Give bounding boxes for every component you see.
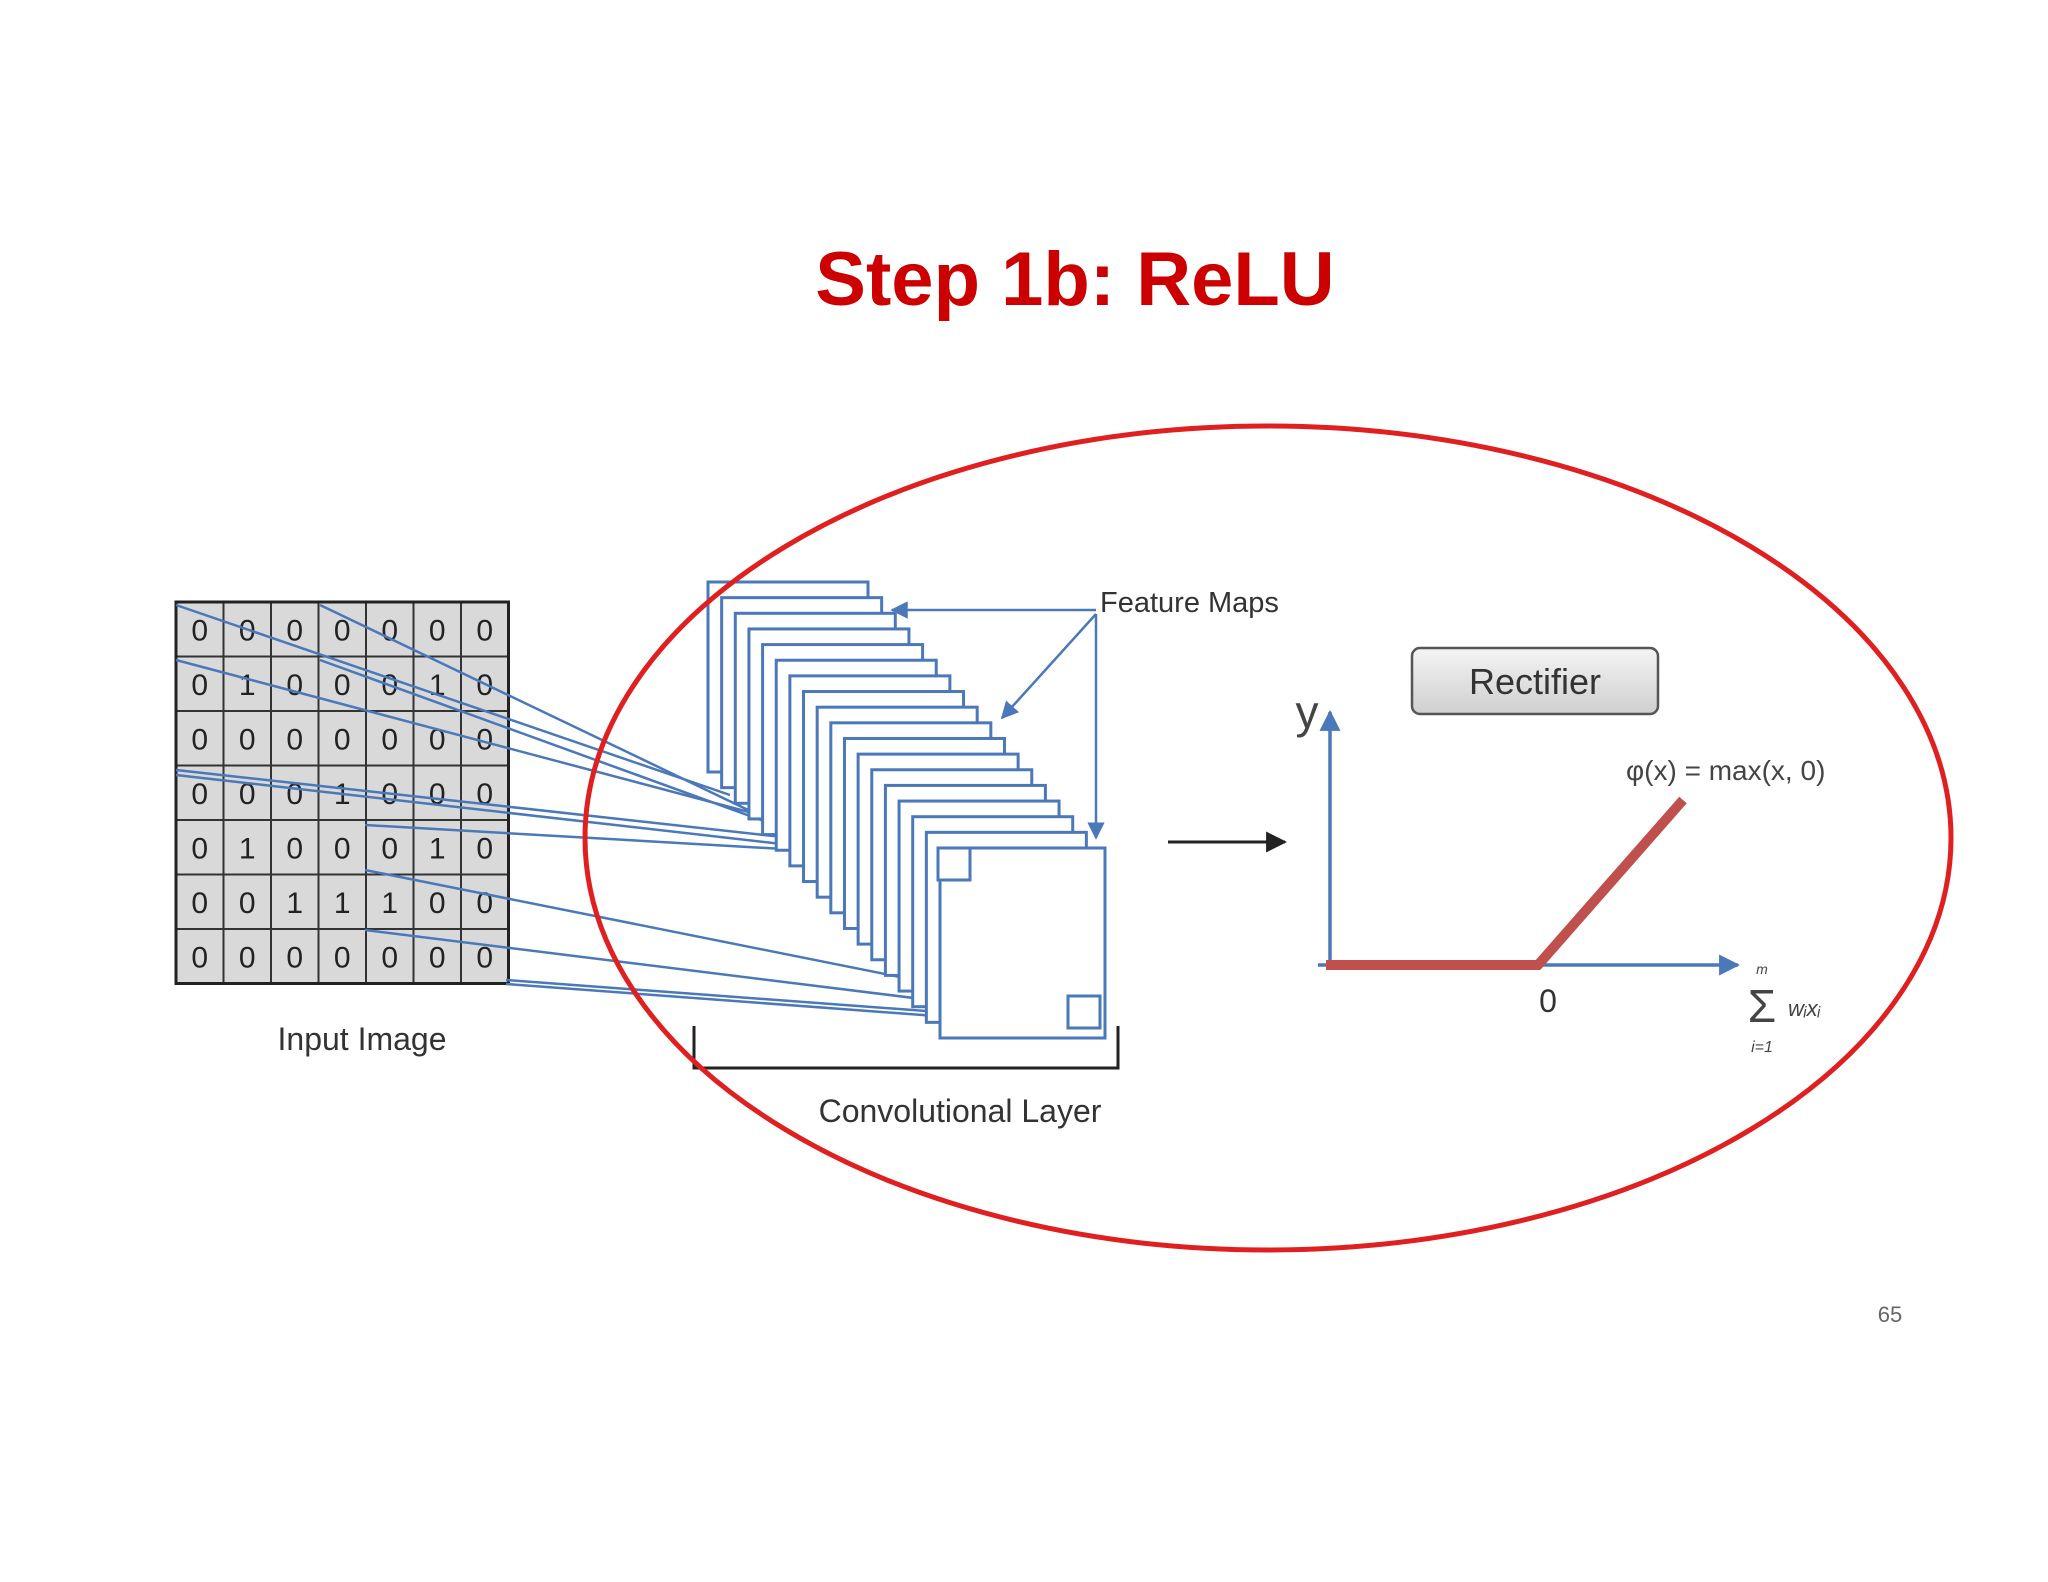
grid-cell-value: 0 bbox=[286, 669, 303, 702]
grid-cell-value: 0 bbox=[334, 614, 351, 647]
grid-cell-value: 0 bbox=[476, 941, 493, 974]
grid-cell bbox=[270, 873, 320, 930]
connection-line bbox=[175, 603, 731, 797]
grid-cell-value: 0 bbox=[286, 723, 303, 756]
page-number: 65 bbox=[1878, 1302, 1902, 1327]
grid-cell-value: 0 bbox=[381, 941, 398, 974]
grid-cell bbox=[270, 601, 320, 658]
grid-cell bbox=[222, 873, 272, 930]
grid-cell-value: 0 bbox=[239, 941, 256, 974]
grid-cell-value: 0 bbox=[334, 832, 351, 865]
y-axis-label: y bbox=[1296, 686, 1319, 738]
grid-cell bbox=[365, 601, 415, 658]
connection-line bbox=[319, 603, 791, 832]
x-axis-sum-sigma: Σ bbox=[1748, 980, 1776, 1032]
grid-border bbox=[174, 600, 510, 985]
grid-cell-value: 0 bbox=[476, 832, 493, 865]
grid-cell-value: 1 bbox=[334, 887, 351, 920]
grid-cell-value: 0 bbox=[286, 832, 303, 865]
grid-cell-value: 1 bbox=[286, 887, 303, 920]
receptive-field-top bbox=[936, 846, 972, 882]
grid-cell-value: 1 bbox=[381, 887, 398, 920]
feature-maps-stack bbox=[706, 580, 1107, 1040]
grid-cell-value: 0 bbox=[191, 941, 208, 974]
grid-cell-value: 0 bbox=[191, 832, 208, 865]
grid-cell-value: 1 bbox=[239, 832, 256, 865]
grid-cell bbox=[460, 819, 510, 876]
grid-cell bbox=[460, 873, 510, 930]
grid-cell-value: 0 bbox=[476, 614, 493, 647]
grid-cell-value: 0 bbox=[334, 941, 351, 974]
grid-cell-value: 0 bbox=[191, 669, 208, 702]
grid-cell-value: 0 bbox=[334, 723, 351, 756]
grid-cell-value: 0 bbox=[286, 614, 303, 647]
grid-cell bbox=[175, 819, 225, 876]
x-axis-sum-lower: i=1 bbox=[1751, 1039, 1773, 1056]
conv-layer-bracket bbox=[692, 1026, 1120, 1070]
input-image-label: Input Image bbox=[278, 1021, 447, 1057]
connection-line bbox=[175, 658, 761, 817]
grid-cell-value: 0 bbox=[429, 941, 446, 974]
grid-cell-value: 0 bbox=[429, 887, 446, 920]
grid-cell-value: 0 bbox=[429, 614, 446, 647]
feature-maps-label: Feature Maps bbox=[1100, 587, 1279, 619]
grid-cell bbox=[270, 928, 320, 985]
grid-cell bbox=[317, 873, 367, 930]
origin-label: 0 bbox=[1539, 983, 1557, 1019]
grid-cell-value: 0 bbox=[381, 832, 398, 865]
grid-cell-value: 1 bbox=[239, 669, 256, 702]
grid-cell-value: 1 bbox=[429, 832, 446, 865]
grid-cell-value: 0 bbox=[191, 614, 208, 647]
rectifier-button-box bbox=[1410, 646, 1660, 716]
grid-cell-value: 0 bbox=[286, 941, 303, 974]
grid-cell bbox=[412, 710, 462, 767]
grid-cell-value: 0 bbox=[286, 778, 303, 811]
receptive-field-bottom bbox=[1066, 994, 1102, 1030]
grid-cell-value: 0 bbox=[476, 723, 493, 756]
grid-cell bbox=[365, 928, 415, 985]
grid-cell bbox=[460, 601, 510, 658]
grid-cell-value: 0 bbox=[429, 778, 446, 811]
feature-maps-arrow-diagonal bbox=[1000, 613, 1097, 720]
grid-cell-value: 0 bbox=[381, 723, 398, 756]
grid-cell bbox=[317, 710, 367, 767]
grid-cell-value: 0 bbox=[191, 778, 208, 811]
x-axis-sum-upper: m bbox=[1756, 961, 1768, 977]
relu-function-line bbox=[1326, 796, 1687, 970]
rectifier-button-label: Rectifier bbox=[1469, 661, 1601, 702]
connection-line bbox=[319, 658, 831, 847]
page-title: Step 1b: ReLU bbox=[815, 237, 1334, 322]
rectifier-button[interactable]: Rectifier bbox=[1410, 646, 1660, 716]
grid-cell-value: 0 bbox=[191, 723, 208, 756]
conv-layer-label: Convolutional Layer bbox=[819, 1093, 1102, 1129]
grid-cell-value: 0 bbox=[239, 778, 256, 811]
grid-cell-value: 0 bbox=[239, 723, 256, 756]
grid-cell-value: 0 bbox=[239, 887, 256, 920]
grid-cell-value: 0 bbox=[334, 669, 351, 702]
relu-formula: φ(x) = max(x, 0) bbox=[1626, 755, 1825, 786]
feature-maps-pointer-arrows bbox=[890, 601, 1105, 840]
grid-cell bbox=[270, 710, 320, 767]
x-axis-sum-term: wᵢxᵢ bbox=[1788, 996, 1821, 1021]
grid-cell bbox=[365, 873, 415, 930]
relu-plot: y 0 φ(x) = max(x, 0) m Σ i=1 wᵢxᵢ bbox=[1296, 686, 1826, 1056]
highlight-ellipse bbox=[582, 423, 1954, 1253]
grid-cell bbox=[460, 928, 510, 985]
grid-cell bbox=[222, 764, 272, 821]
grid-cell-value: 0 bbox=[191, 887, 208, 920]
grid-cell-value: 0 bbox=[381, 614, 398, 647]
grid-cell bbox=[222, 928, 272, 985]
grid-cell bbox=[412, 764, 462, 821]
